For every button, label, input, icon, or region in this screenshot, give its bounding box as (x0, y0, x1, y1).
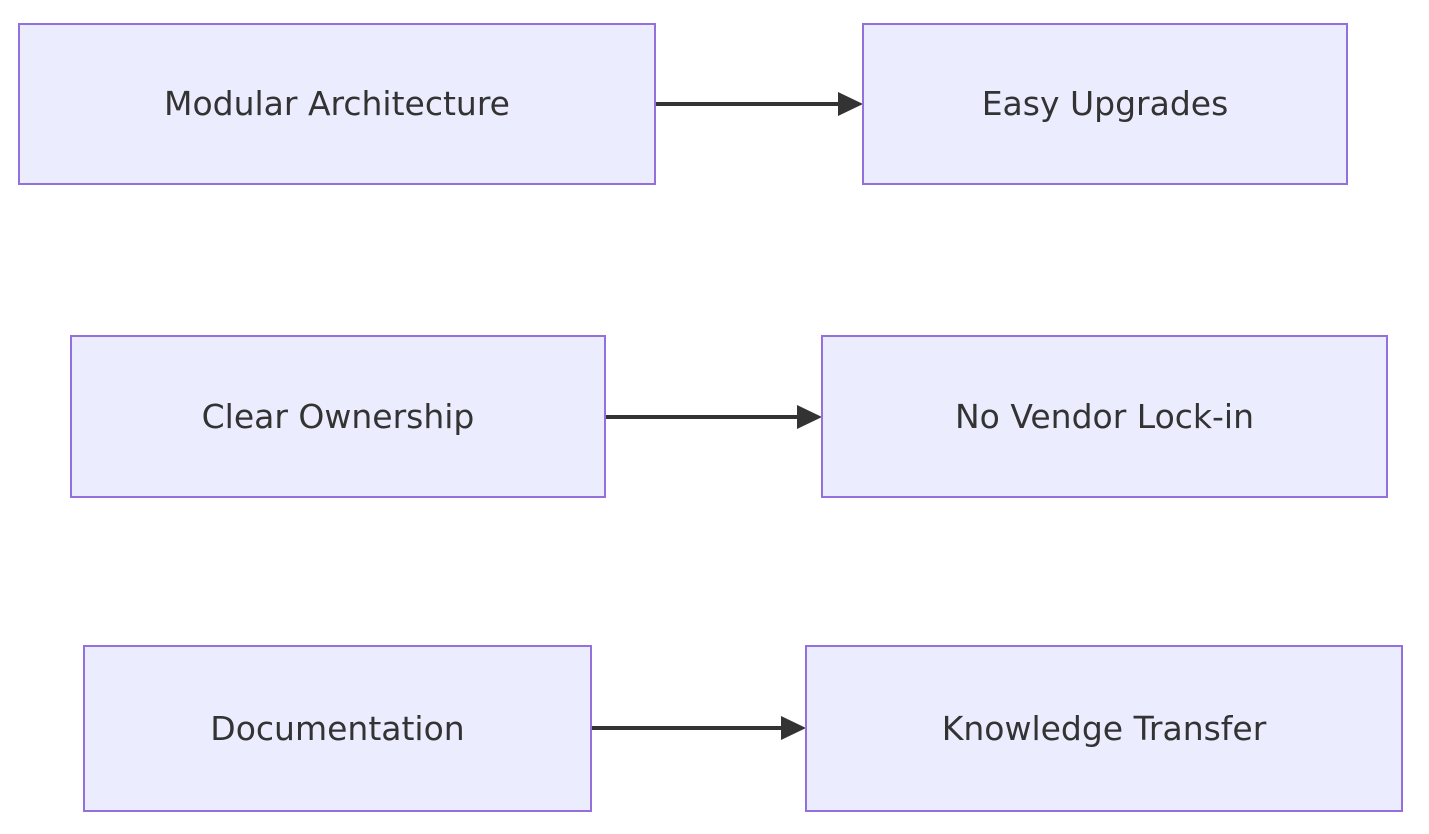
node-documentation: Documentation (83, 645, 592, 812)
node-label-clear-ownership: Clear Ownership (201, 396, 475, 436)
arrow-modular-architecture-to-easy-upgrades (656, 92, 863, 116)
node-no-vendor-lock-in: No Vendor Lock-in (821, 335, 1388, 498)
node-label-no-vendor-lock-in: No Vendor Lock-in (954, 396, 1255, 436)
arrow-line (606, 415, 803, 419)
arrow-clear-ownership-to-no-vendor-lock-in (606, 405, 822, 429)
arrow-head-icon (838, 92, 863, 116)
arrow-documentation-to-knowledge-transfer (592, 716, 806, 740)
node-easy-upgrades: Easy Upgrades (862, 23, 1348, 185)
arrow-line (656, 102, 844, 106)
arrow-head-icon (797, 405, 822, 429)
node-label-modular-architecture: Modular Architecture (163, 84, 510, 124)
arrow-line (592, 726, 787, 730)
node-label-documentation: Documentation (210, 708, 465, 748)
node-label-easy-upgrades: Easy Upgrades (981, 84, 1229, 124)
node-modular-architecture: Modular Architecture (18, 23, 656, 185)
node-clear-ownership: Clear Ownership (70, 335, 606, 498)
node-knowledge-transfer: Knowledge Transfer (805, 645, 1403, 812)
node-label-knowledge-transfer: Knowledge Transfer (941, 708, 1267, 748)
arrow-head-icon (781, 716, 806, 740)
